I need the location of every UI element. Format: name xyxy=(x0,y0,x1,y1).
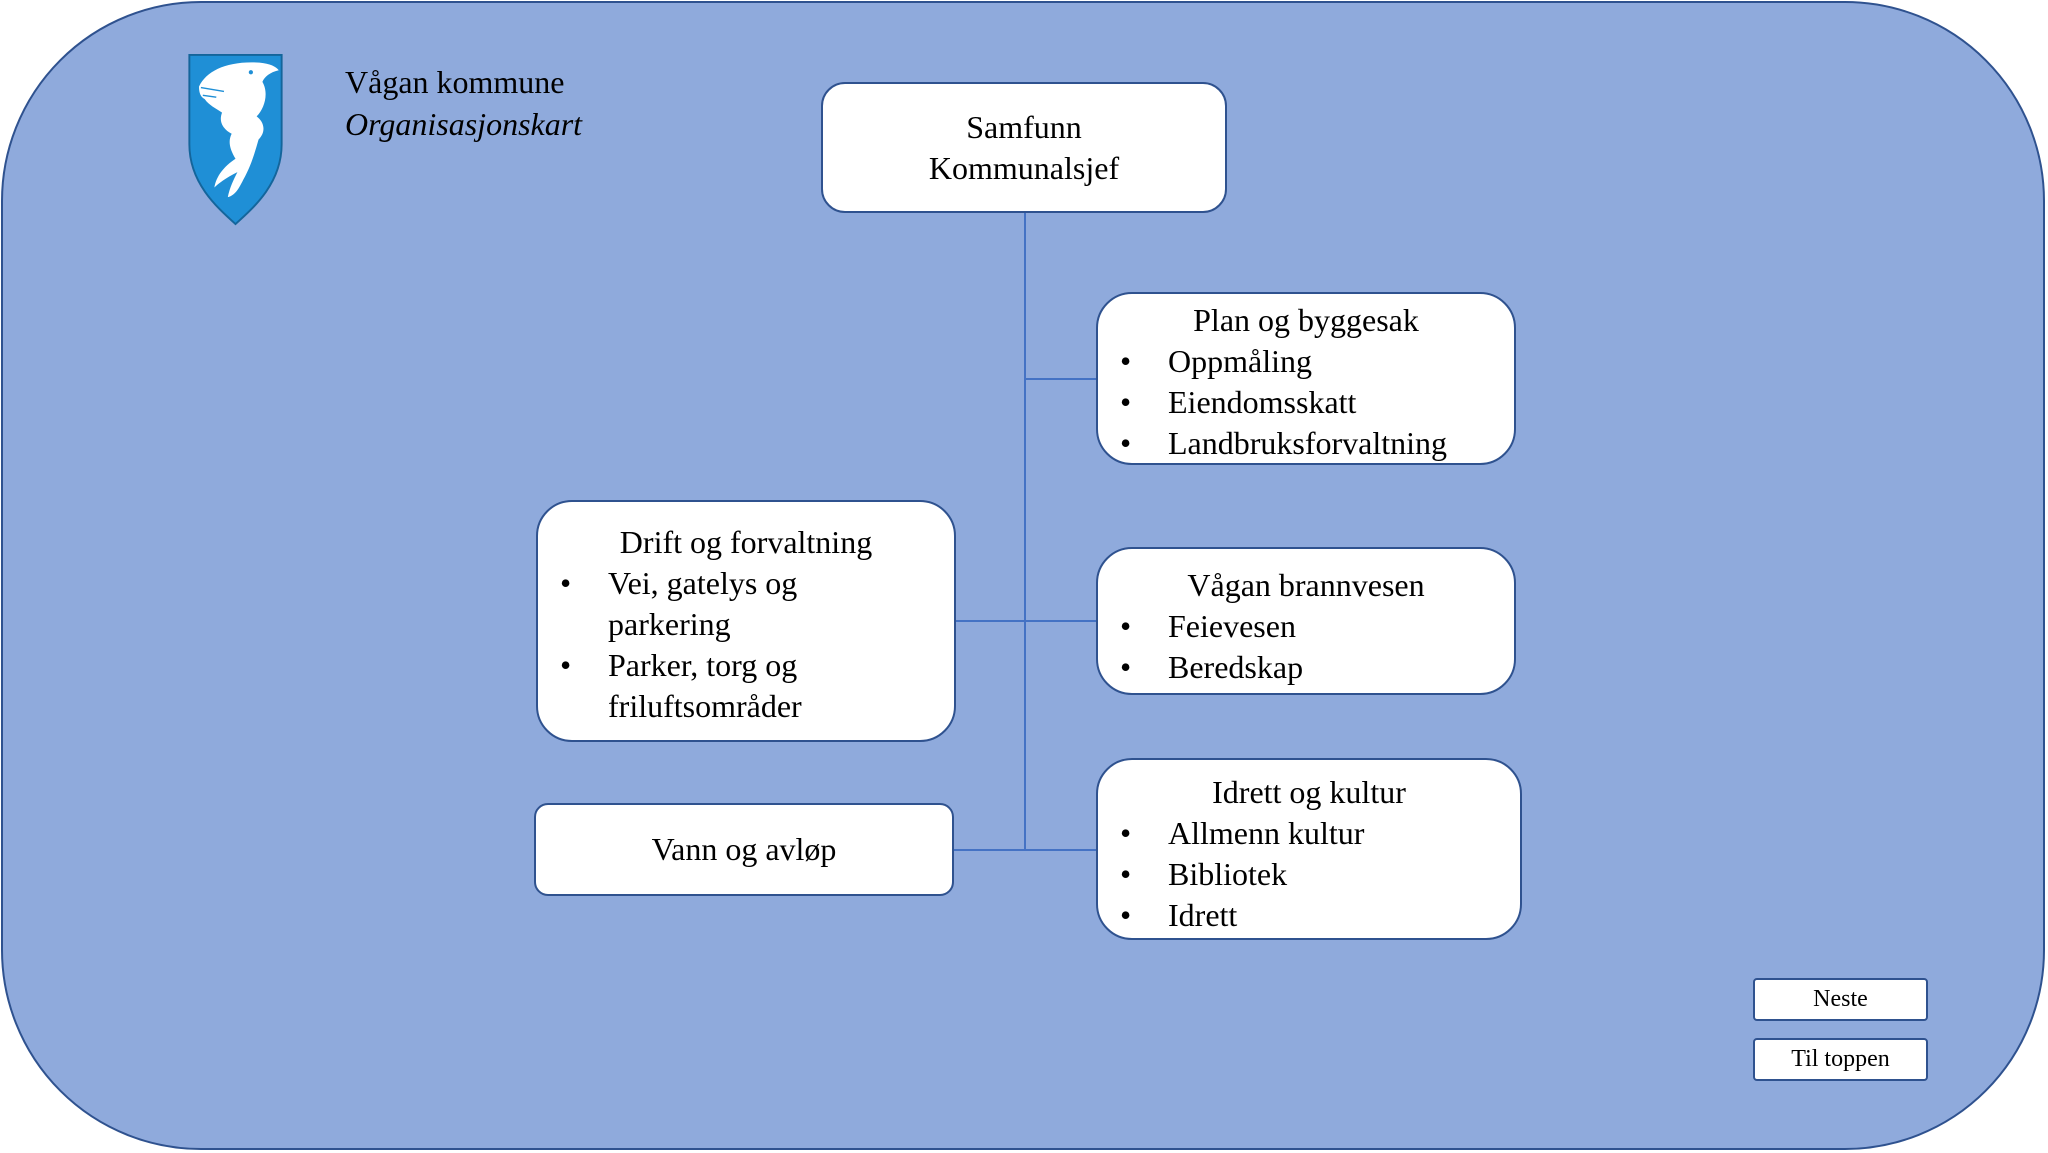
chart-subtitle: Organisasjonskart xyxy=(345,106,583,142)
brann-list: Feievesen Beredskap xyxy=(1098,606,1514,688)
list-item: Beredskap xyxy=(1098,647,1514,688)
list-item: Allmenn kultur xyxy=(1098,813,1520,854)
drift-title: Drift og forvaltning xyxy=(619,524,873,560)
plan-title: Plan og byggesak xyxy=(1193,302,1419,338)
brann-box: Vågan brannvesen Feievesen Beredskap xyxy=(1096,547,1516,695)
coat-of-arms-icon xyxy=(188,53,283,226)
vann-title: Vann og avløp xyxy=(651,831,837,867)
list-item: Landbruksforvaltning xyxy=(1098,423,1514,464)
idrett-title: Idrett og kultur xyxy=(1212,774,1406,810)
idrett-box: Idrett og kultur Allmenn kultur Bibliote… xyxy=(1096,758,1522,940)
list-item: Vei, gatelys og parkering xyxy=(538,563,914,645)
root-box: Samfunn Kommunalsjef xyxy=(821,82,1227,213)
list-item: Parker, torg og friluftsområder xyxy=(538,645,914,727)
list-item: Feievesen xyxy=(1098,606,1514,647)
plan-box: Plan og byggesak Oppmåling Eiendomsskatt… xyxy=(1096,292,1516,465)
drift-list: Vei, gatelys og parkering Parker, torg o… xyxy=(538,563,954,727)
vann-box: Vann og avløp xyxy=(534,803,954,896)
list-item: Bibliotek xyxy=(1098,854,1520,895)
drift-box: Drift og forvaltning Vei, gatelys og par… xyxy=(536,500,956,742)
root-unit-label: Samfunn xyxy=(966,108,1082,145)
municipality-name: Vågan kommune xyxy=(345,64,565,100)
idrett-list: Allmenn kultur Bibliotek Idrett xyxy=(1098,813,1520,936)
to-top-button[interactable]: Til toppen xyxy=(1753,1038,1928,1081)
list-item: Oppmåling xyxy=(1098,341,1514,382)
root-role-label: Kommunalsjef xyxy=(928,149,1120,186)
list-item: Eiendomsskatt xyxy=(1098,382,1514,423)
brann-title: Vågan brannvesen xyxy=(1187,567,1425,603)
plan-list: Oppmåling Eiendomsskatt Landbruksforvalt… xyxy=(1098,341,1514,464)
list-item: Idrett xyxy=(1098,895,1520,936)
next-button[interactable]: Neste xyxy=(1753,978,1928,1021)
